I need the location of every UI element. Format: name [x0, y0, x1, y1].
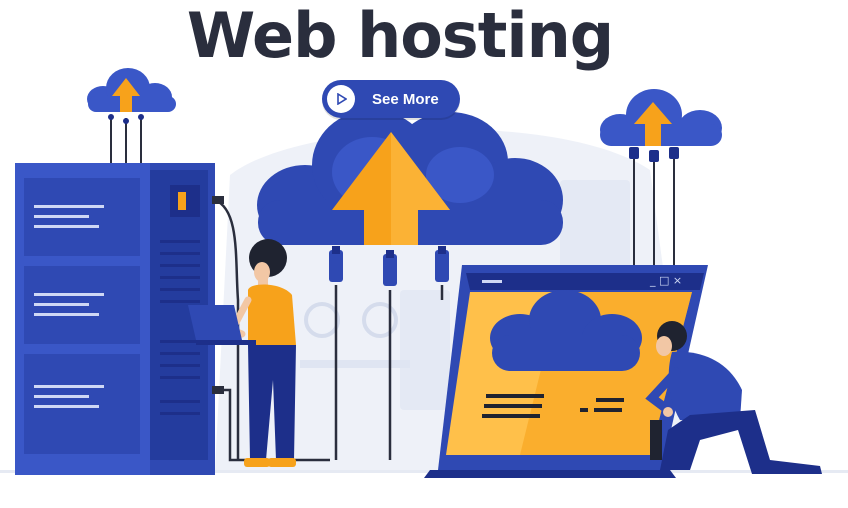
server-rack [15, 163, 224, 475]
laptop [424, 265, 708, 478]
cable-connectors [329, 246, 449, 286]
laptop-window-controls: _ □ × [650, 274, 683, 287]
kneeling-person [645, 321, 822, 474]
see-more-label: See More [372, 90, 439, 108]
cloud-icon [87, 68, 176, 112]
see-more-button[interactable]: See More [322, 80, 460, 118]
laptop-screen-lines [482, 394, 624, 418]
play-icon [327, 85, 355, 113]
big-cloud [257, 110, 563, 245]
server-led-rows [34, 205, 104, 408]
small-cloud-right [600, 89, 722, 270]
small-cloud-left [87, 68, 176, 165]
server-vent-grid [160, 240, 200, 415]
upload-arrow-icon [634, 102, 672, 146]
cloud-icon [490, 290, 642, 371]
floor-line [0, 470, 848, 473]
standing-person [188, 239, 296, 467]
headline: Web hosting [186, 0, 614, 72]
upload-arrow-icon [112, 78, 140, 112]
